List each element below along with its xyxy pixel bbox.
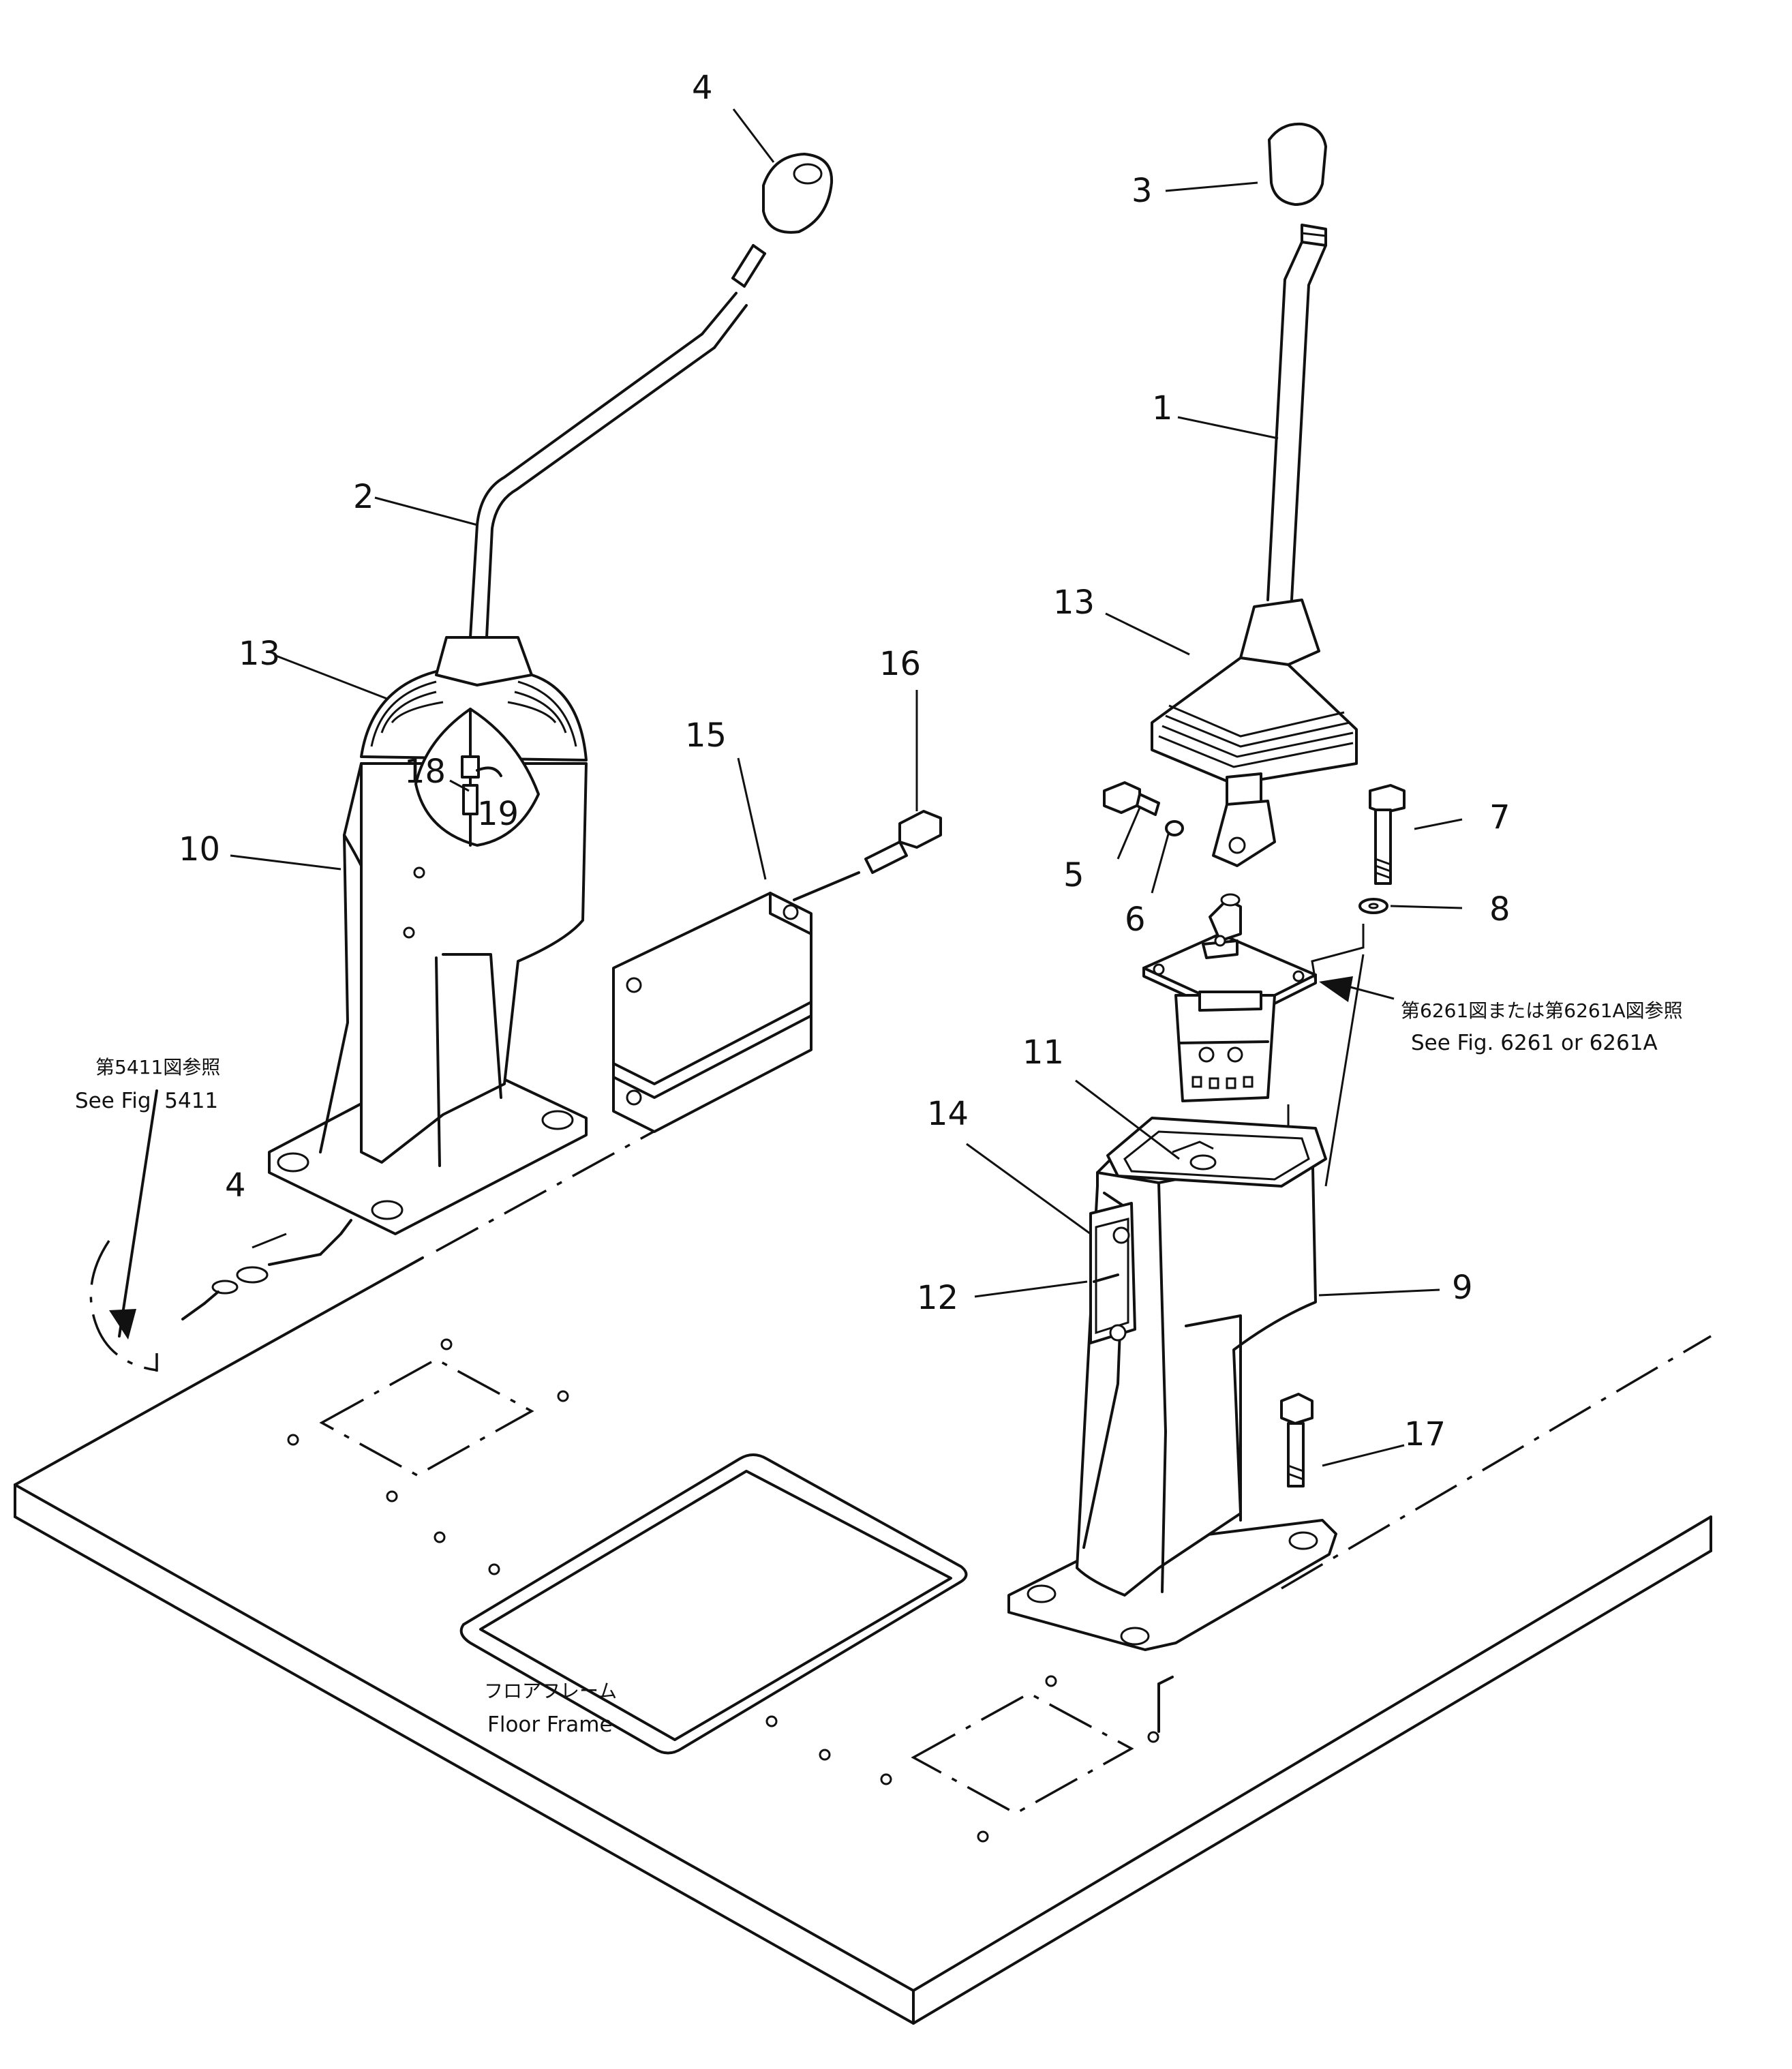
callout-10: 10 [179,830,220,869]
note-see-fig-5411: See Fig. 5411 [75,1089,218,1113]
left-wire-harness [89,1219,352,1372]
valve-washer [1358,898,1388,914]
floor-frame [14,1096,1712,2025]
callout-11: 11 [1022,1033,1064,1072]
note-see-fig-5411-jp: 第5411図参照 [95,1056,220,1078]
callout-7: 7 [1489,798,1510,836]
note-see-fig-6261-jp: 第6261図または第6261A図参照 [1401,999,1683,1022]
right-lever-boot [1151,599,1358,809]
lever-clevis [1212,800,1276,867]
callout-leaders [118,108,1463,1467]
label-floor-frame: Floor Frame [487,1712,613,1737]
clevis-washer [1165,820,1184,836]
callout-15: 15 [685,716,727,755]
left-control-lever [469,244,766,639]
arrowheads [109,976,1353,1340]
callout-9: 9 [1452,1269,1473,1307]
callout-13-left: 13 [239,635,280,673]
callout-2: 2 [353,478,374,516]
left-control-console [268,636,588,1235]
clevis-bolt [1103,781,1160,816]
label-floor-frame-jp: フロアフレーム [484,1680,617,1702]
callout-16: 16 [879,645,921,683]
note-see-fig-6261: See Fig. 6261 or 6261A [1411,1031,1658,1055]
callout-19: 19 [477,795,519,833]
right-lever-knob [1268,122,1327,206]
valve-bolt [1369,784,1406,885]
callout-5: 5 [1063,856,1084,894]
callout-17: 17 [1404,1415,1446,1453]
floor-frame-holes [287,1338,1159,1843]
callout-3: 3 [1132,172,1153,210]
callout-8: 8 [1489,890,1510,928]
callout-4-wire: 4 [225,1166,246,1205]
callout-18: 18 [404,753,446,791]
right-control-lever [1266,224,1327,601]
right-control-console [1007,1117,1337,1651]
callout-6: 6 [1125,901,1146,939]
console-mounting-bolt [1280,1393,1313,1487]
callout-4-top: 4 [692,69,713,107]
callout-numbers: 1 2 3 4 4 5 6 7 8 9 10 11 12 13 13 14 15… [179,69,1510,1453]
cover-bolt [864,810,942,874]
callout-14: 14 [927,1095,969,1133]
callout-13-right: 13 [1053,584,1095,622]
left-lever-knob [762,153,834,234]
pilot-valve [1142,893,1317,1102]
reference-notes: 第5411図参照 See Fig. 5411 第6261図または第6261A図参… [75,999,1683,1737]
callout-12: 12 [917,1279,958,1317]
cover-plate [612,871,860,1133]
callout-1: 1 [1152,389,1173,427]
